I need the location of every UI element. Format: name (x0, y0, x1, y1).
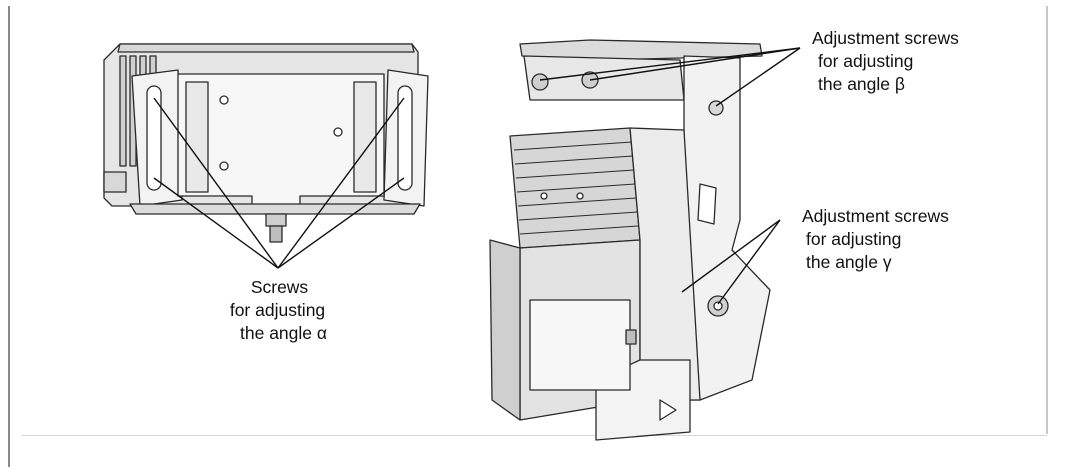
scanner-perspective-view (489, 39, 771, 441)
frame-left-border (8, 6, 10, 467)
label-gamma-line1: Adjustment screws (802, 206, 949, 226)
label-screws-alpha: Screws for adjusting the angle α (230, 276, 327, 345)
label-alpha-line1: Screws (250, 277, 309, 297)
label-gamma-line3: the angle γ (806, 252, 892, 272)
alpha-leader-lines (153, 97, 405, 269)
frame-right-border (1046, 6, 1048, 434)
scanner-front-view (103, 43, 429, 243)
beta-leader-lines (539, 47, 801, 107)
frame-bottom-border (22, 435, 1047, 436)
gamma-leader-lines (681, 219, 781, 305)
label-screws-gamma: Adjustment screws for adjusting the angl… (802, 205, 949, 274)
label-alpha-line2: for adjusting (229, 300, 326, 320)
label-screws-beta: Adjustment screws for adjusting the angl… (812, 27, 959, 96)
label-beta-line2: for adjusting (818, 51, 914, 71)
label-gamma-line2: for adjusting (806, 229, 902, 249)
label-beta-line3: the angle β (818, 74, 905, 94)
label-beta-line1: Adjustment screws (812, 28, 959, 48)
label-alpha-line3: the angle α (240, 323, 327, 343)
